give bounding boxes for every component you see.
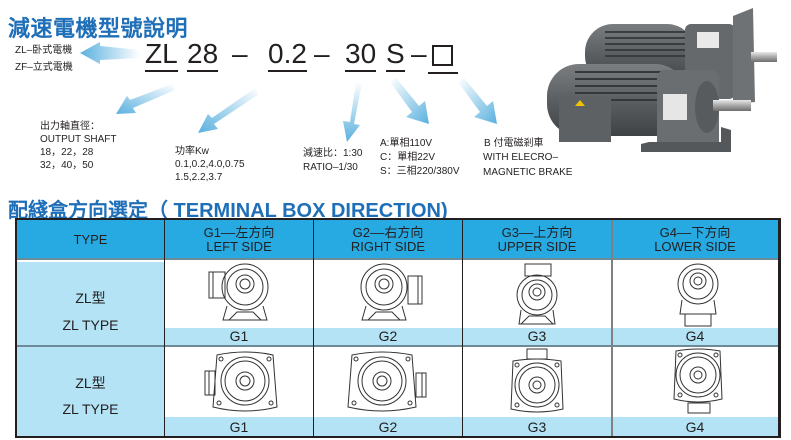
column-header-g3: G3––上方向 UPPER SIDE — [463, 220, 611, 260]
page-title: 減速電機型號說明 — [8, 16, 189, 41]
ratio-label-en: RATIO–1/30 — [303, 162, 358, 173]
row-1-g2-image — [314, 262, 462, 328]
column-header-g4-cn: G4––下方向 — [659, 225, 731, 240]
row-1-g1-image — [165, 262, 313, 328]
motor-front-view-lower-box-icon — [673, 348, 723, 414]
column-header-g2-en: RIGHT SIDE — [350, 239, 426, 254]
column-header-type-label: TYPE — [73, 232, 108, 247]
column-divider — [313, 220, 314, 436]
brake-label-en-1: WITH ELECRO– — [483, 152, 559, 163]
column-header-g4: G4––下方向 LOWER SIDE — [612, 220, 778, 260]
table-row-2-type: ZL型 ZL TYPE — [17, 347, 164, 436]
motor-front-view-right-box-icon — [347, 351, 427, 412]
row-1-g4-label: G4 — [612, 328, 778, 345]
column-header-type: TYPE — [17, 220, 164, 260]
shaft-label-cn: 出力軸直徑： — [40, 121, 100, 132]
row-1-type-en: ZL TYPE — [62, 317, 119, 333]
column-divider — [462, 220, 463, 436]
column-divider — [611, 220, 613, 436]
row-2-g1-label: G1 — [165, 417, 313, 436]
arrow-voltage-icon — [390, 78, 429, 124]
row-2-g4-image — [612, 347, 778, 417]
code-dash-2: – — [314, 38, 330, 69]
column-header-g3-en: UPPER SIDE — [497, 239, 577, 254]
row-1-g3-label: G3 — [463, 328, 611, 345]
code-dash-3: – — [411, 38, 427, 69]
code-brake-box — [432, 45, 453, 66]
gear-motor-photo — [547, 8, 777, 152]
arrow-shaft-icon — [116, 84, 175, 114]
model-code: ZL 28 – 0.2 – 30 S – — [0, 38, 480, 78]
column-header-g3-cn: G3––上方向 — [501, 225, 573, 240]
table-header — [17, 220, 778, 260]
motor-side-view-left-box-icon — [208, 263, 269, 321]
column-divider — [164, 220, 165, 436]
code-power: 0.2 — [268, 38, 307, 72]
row-1-g4-image — [612, 262, 778, 328]
arrow-power-icon — [198, 88, 259, 133]
code-ratio: 30 — [345, 38, 377, 72]
column-header-g1: G1––左方向 LEFT SIDE — [165, 220, 313, 260]
row-2-g4-label: G4 — [612, 417, 778, 436]
voltage-s: S：三相220/380V — [380, 166, 460, 177]
row-2-type-cn: ZL型 — [75, 375, 106, 391]
row-1-type-cn: ZL型 — [75, 290, 106, 306]
code-brake-underline — [428, 72, 458, 74]
row-2-g2-image — [314, 347, 462, 417]
power-label: 功率Kw — [175, 146, 209, 157]
column-header-g4-en: LOWER SIDE — [654, 239, 736, 254]
row-2-g1-image — [165, 347, 313, 417]
brake-label-en-2: MAGNETIC BRAKE — [483, 167, 573, 178]
row-divider — [17, 345, 778, 347]
code-shaft: 28 — [187, 38, 219, 72]
arrows-layer — [80, 42, 497, 142]
arrow-mount-icon — [80, 42, 140, 64]
code-dash-1: – — [232, 38, 248, 69]
mount-zl-label: ZL–卧式電機 — [15, 45, 73, 56]
terminal-box-table: TYPE G1––左方向 LEFT SIDE G2––右方向 RIGHT SID… — [15, 218, 781, 438]
row-2-g2-label: G2 — [314, 417, 462, 436]
power-values-1: 0.1,0.2,4.0,0.75 — [175, 159, 245, 170]
mount-zf-label: ZF–立式電機 — [15, 62, 73, 73]
brake-label-cn: B 付電磁剎車 — [484, 138, 544, 149]
row-2-g3-image — [463, 347, 611, 417]
row-2-type-en: ZL TYPE — [62, 401, 119, 417]
row-2-g3-label: G3 — [463, 417, 611, 436]
column-header-g2: G2––右方向 RIGHT SIDE — [314, 220, 462, 260]
shaft-label-en: OUTPUT SHAFT — [40, 134, 117, 145]
power-values-2: 1.5,2.2,3.7 — [175, 172, 223, 183]
code-voltage: S — [386, 38, 405, 72]
row-1-g1-label: G1 — [165, 328, 313, 345]
row-1-g2-label: G2 — [314, 328, 462, 345]
voltage-c: C：單相22V — [380, 152, 436, 163]
column-header-g1-cn: G1––左方向 — [203, 225, 275, 240]
motor-side-view-upper-box-icon — [516, 263, 558, 325]
motor-side-view-right-box-icon — [360, 263, 423, 321]
arrow-ratio-icon — [343, 82, 362, 142]
voltage-a: A:單相110V — [380, 138, 433, 149]
motor-front-view-left-box-icon — [204, 351, 278, 412]
motor-side-view-lower-box-icon — [677, 263, 719, 327]
shaft-values-2: 32，40，50 — [40, 160, 94, 171]
row-1-g3-image — [463, 262, 611, 328]
code-mount: ZL — [145, 38, 178, 72]
motor-front-view-upper-box-icon — [510, 348, 564, 413]
column-header-g1-en: LEFT SIDE — [206, 239, 272, 254]
ratio-label-cn: 減速比：1:30 — [303, 148, 363, 159]
arrow-brake-icon — [458, 78, 497, 124]
column-header-g2-cn: G2––右方向 — [352, 225, 424, 240]
section-title: 配綫盒方向選定（ TERMINAL BOX DIRECTION) — [8, 200, 448, 222]
table-row-1-type: ZL型 ZL TYPE — [17, 262, 164, 345]
shaft-values-1: 18，22，28 — [40, 147, 94, 158]
